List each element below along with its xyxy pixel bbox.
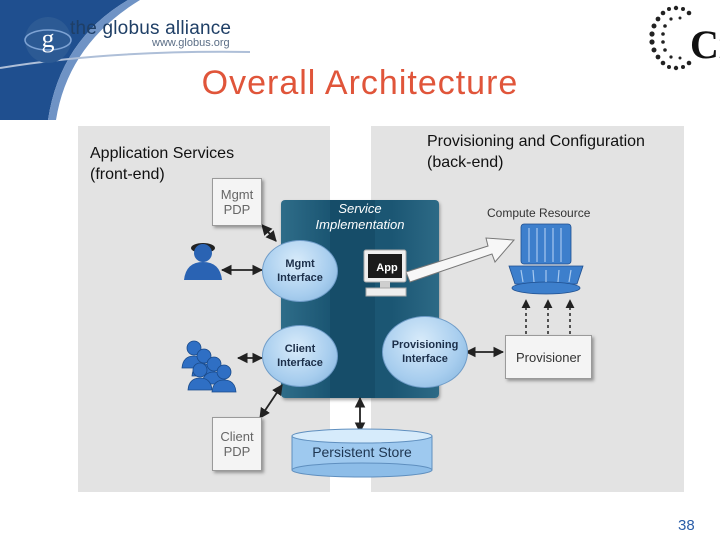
globus-logo-icon: g	[24, 17, 72, 63]
service-implementation-title: Service Implementation	[315, 201, 405, 232]
provisioning-interface[interactable]: Provisioning Interface	[382, 316, 468, 388]
logo-letter: g	[42, 24, 55, 53]
client-interface[interactable]: Client Interface	[262, 325, 338, 387]
compute-resource-label: Compute Resource	[487, 206, 591, 220]
app-label: App	[376, 262, 398, 274]
provision-arrow-icon	[405, 237, 516, 283]
brand-name: the globus alliance	[70, 18, 232, 39]
mgmt-pdp-box[interactable]: Mgmt PDP	[212, 178, 262, 226]
back-end-label: Provisioning and Configuration (back-end…	[427, 133, 645, 171]
app-computer-icon	[363, 249, 407, 297]
mgmt-pdp-connector	[261, 224, 277, 242]
front-end-label: Application Services (front-end)	[90, 145, 235, 183]
client-pdp-box[interactable]: Client PDP	[212, 417, 262, 471]
client-users-icon	[181, 340, 237, 393]
mgmt-interface[interactable]: Mgmt Interface	[262, 240, 338, 302]
provisioner-box[interactable]: Provisioner	[505, 335, 592, 379]
brand-url: www.globus.org	[152, 37, 230, 49]
persistent-store-icon	[291, 428, 433, 478]
compute-resource-icon	[508, 223, 584, 295]
slide-title: Overall Architecture	[201, 64, 519, 102]
service-implementation-band	[330, 200, 375, 398]
client-pdp-connector	[259, 384, 283, 419]
ci-logo-icon: Ci	[649, 5, 720, 71]
admin-user-icon	[184, 243, 222, 280]
ci-logo-letters: Ci	[690, 22, 720, 67]
persistent-store-label: Persistent Store	[312, 444, 412, 460]
page-number: 38	[678, 517, 695, 534]
